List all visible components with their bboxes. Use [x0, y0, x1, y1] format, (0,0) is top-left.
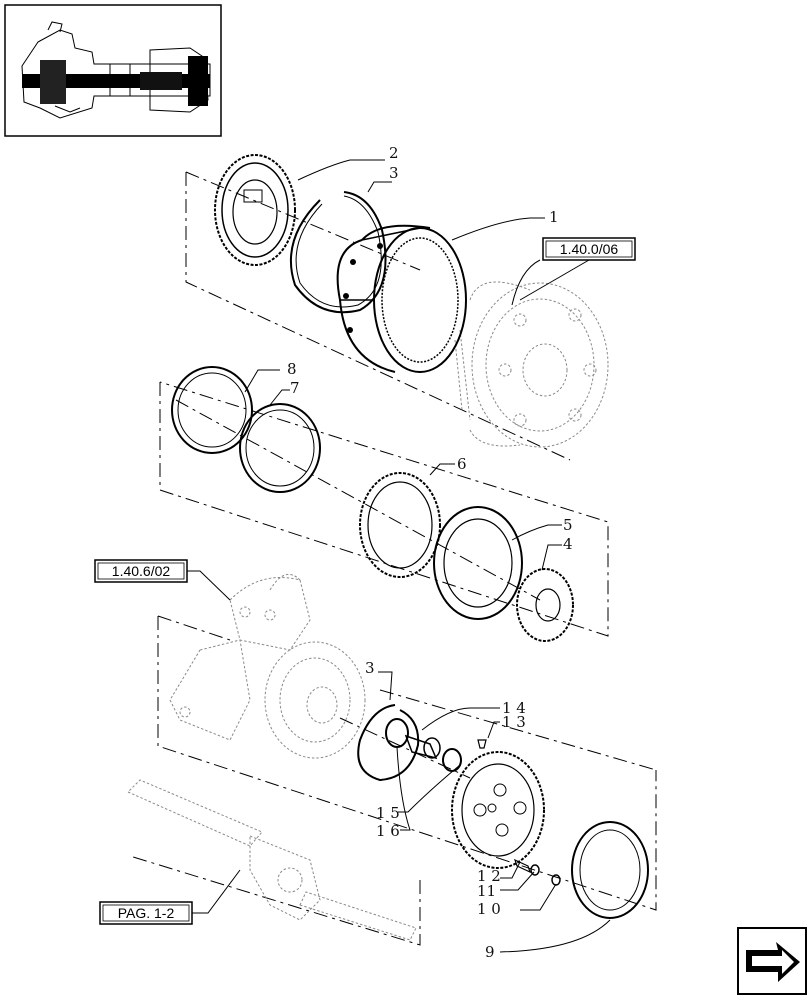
ref-box-1-40-0-06[interactable]: 1.40.0/06 — [542, 237, 636, 261]
callout-5: 5 — [563, 516, 573, 534]
callout-2: 2 — [389, 144, 399, 162]
steering-knuckle-ghost — [169, 573, 366, 759]
part-3-snap-ring-top — [289, 191, 387, 314]
part-8-seal-ring — [171, 366, 253, 454]
drive-shaft-ghost — [127, 779, 417, 941]
part-3-snap-ring-bottom — [357, 704, 420, 782]
ref-label-mid: 1.40.6/02 — [112, 563, 171, 579]
callout-1: 1 — [549, 208, 559, 226]
callout-7: 7 — [290, 379, 300, 397]
callout-13: 1 3 — [502, 713, 526, 731]
group-outline-top — [185, 171, 571, 461]
part-5-steel-disc — [433, 506, 523, 620]
part-6-friction-disc — [359, 472, 441, 578]
part-1-planet-carrier — [451, 751, 545, 869]
axis-line-middle — [175, 399, 541, 601]
callout-12: 1 2 — [477, 867, 501, 885]
callout-numbers: 2 3 1 8 7 6 5 4 3 1 4 1 3 1 5 1 6 1 2 11… — [287, 144, 573, 961]
part-15-o-ring — [442, 748, 462, 772]
callout-3-top: 3 — [389, 164, 399, 182]
callout-16: 1 6 — [376, 822, 400, 840]
part-12-11-10-pin-washer — [513, 858, 561, 886]
callout-11: 11 — [477, 882, 496, 900]
ref-label-page: PAG. 1-2 — [118, 905, 175, 921]
part-1-ring-gear — [336, 224, 467, 373]
callout-6: 6 — [457, 455, 467, 473]
callout-8: 8 — [287, 360, 297, 378]
axle-assembly-thumbnail-icon[interactable] — [4, 4, 222, 137]
ref-label-top: 1.40.0/06 — [560, 241, 619, 257]
ref-box-1-40-6-02[interactable]: 1.40.6/02 — [94, 559, 188, 583]
part-9-thrust-ring — [571, 821, 649, 919]
part-13-bolt — [477, 739, 487, 749]
part-7-seal-ring — [239, 403, 321, 493]
group-outline-middle — [159, 381, 609, 637]
ref-box-pag-1-2[interactable]: PAG. 1-2 — [99, 901, 193, 925]
callout-14: 1 4 — [502, 699, 526, 717]
axis-line-bottom — [339, 717, 471, 779]
callout-3-bottom: 3 — [365, 659, 375, 677]
callout-leaders — [244, 159, 611, 953]
next-page-arrow-icon[interactable] — [737, 927, 807, 995]
callout-10: 1 0 — [477, 900, 501, 918]
callout-4: 4 — [563, 535, 573, 553]
callout-9: 9 — [485, 943, 495, 961]
hub-carrier-ghost — [454, 281, 609, 448]
part-14-shaft-pin — [404, 734, 441, 760]
group-outline-bottom — [129, 615, 657, 946]
part-16-ring-small — [385, 718, 409, 748]
part-4-pinion-gear — [516, 568, 574, 642]
callout-15: 1 5 — [376, 804, 400, 822]
part-2-gear-disc — [214, 154, 296, 266]
